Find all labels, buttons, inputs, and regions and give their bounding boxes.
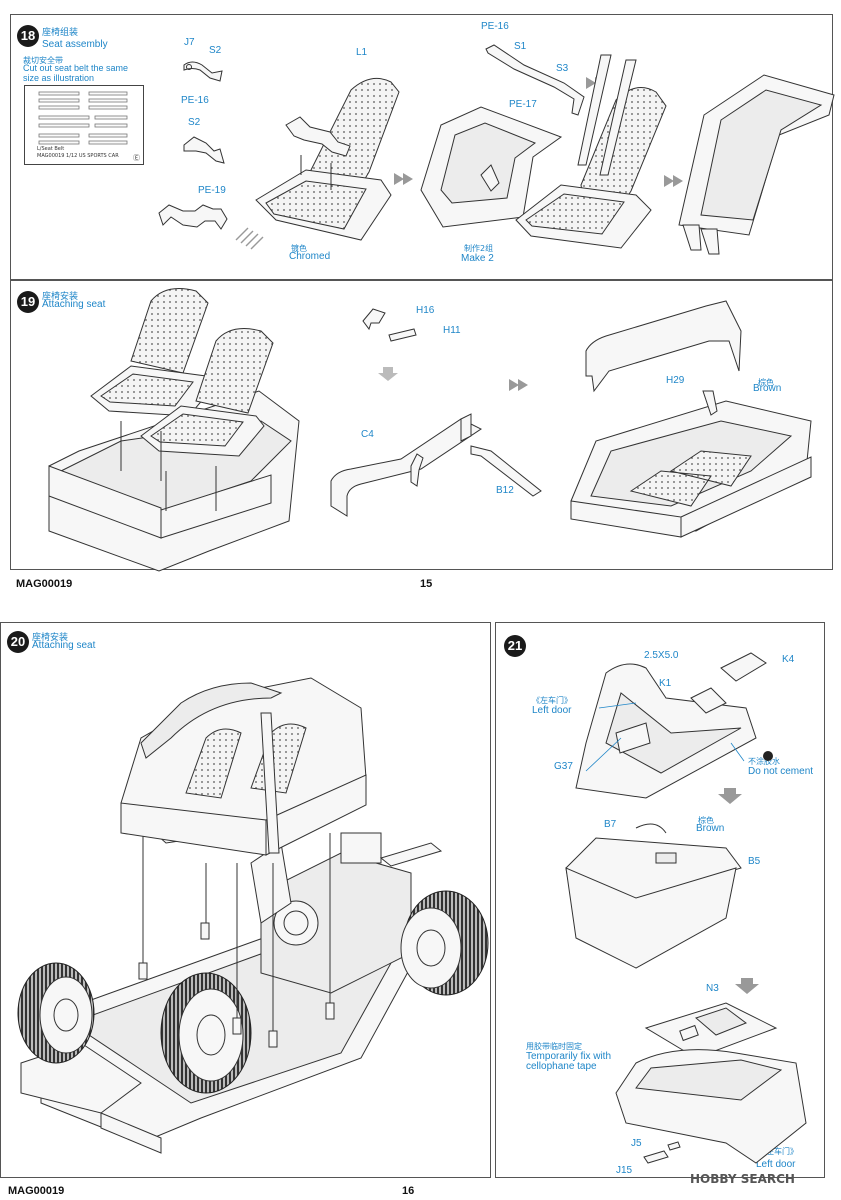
part-s3: S3	[556, 63, 569, 74]
make2-en: Make 2	[461, 253, 494, 264]
step-title-zh: 座椅安装	[42, 292, 79, 302]
bracket-pe19	[158, 204, 228, 230]
watermark: HOBBY SEARCH	[690, 1172, 795, 1186]
step-number: 20	[7, 631, 29, 653]
belt-sheet-title: L/Seat Belt	[37, 146, 65, 152]
part-h16: H16	[416, 305, 435, 316]
step-number: 18	[17, 25, 39, 47]
bracket-j7	[183, 61, 223, 82]
step-title-zh: 座椅组装	[42, 28, 79, 38]
page-number-top: 15	[420, 578, 433, 590]
brown-en: Brown	[696, 823, 725, 834]
brown-zh: 棕色	[758, 378, 774, 387]
seats-pair	[90, 288, 274, 457]
part-s2-b: S2	[188, 117, 201, 128]
engine-block	[250, 832, 443, 994]
step-title-en: Attaching seat	[42, 299, 106, 310]
no-cement-zh: 不涂胶水	[748, 757, 780, 766]
step-19-illustration	[48, 288, 812, 572]
door-middle	[565, 823, 742, 969]
part-l1: L1	[356, 47, 368, 58]
left-door-zh-2: 《左车门》	[758, 1147, 798, 1156]
tape-en-line2: cellophane tape	[526, 1061, 597, 1072]
part-c4: C4	[361, 429, 374, 440]
part-b12: B12	[496, 485, 514, 496]
belt-sheet-caption: MAG00019 1/12 US SPORTS CAR	[37, 153, 119, 159]
part-h29: H29	[666, 375, 685, 386]
no-cement-en: Do not cement	[748, 766, 814, 777]
belt-strap	[485, 44, 585, 116]
part-pe19: PE-19	[198, 185, 226, 196]
step-number: 19	[17, 291, 39, 313]
step-21-illustration	[565, 652, 807, 1164]
front-left-wheel	[17, 962, 95, 1064]
part-n3: N3	[706, 983, 719, 994]
cockpit-module	[120, 677, 367, 856]
left-door-zh-1: 《左车门》	[532, 696, 572, 705]
step-title-en: Seat assembly	[42, 39, 108, 50]
seat-with-belts	[515, 54, 667, 249]
seat-l1	[255, 77, 400, 241]
step-number: 21	[504, 635, 526, 657]
door-bottom	[615, 1002, 807, 1164]
seat-shell-final	[678, 74, 835, 255]
note-zh: 裁切安全带	[23, 56, 63, 65]
part-screw: 2.5X5.0	[644, 650, 679, 661]
part-b5: B5	[748, 856, 761, 867]
seat-belt-sheet: Ⓔ L/Seat Belt MAG00019 1/12 US SPORTS CA…	[24, 85, 144, 165]
part-s1: S1	[514, 41, 527, 52]
tape-zh: 用胶带临时固定	[526, 1042, 582, 1051]
step-18-illustration	[158, 44, 835, 255]
step-title-en: Attaching seat	[32, 640, 96, 651]
step-19-panel: 19 座椅安装 Attaching seat H16 H11 C4 B12 H2…	[10, 280, 833, 572]
note-en-line1: Cut out seat belt the same	[23, 63, 129, 73]
part-k4: K4	[782, 654, 795, 665]
step-20-panel: 20 座椅安装 Attaching seat	[0, 622, 491, 1178]
part-pe16-a: PE-16	[181, 95, 209, 106]
roll-bar-c4	[330, 413, 542, 517]
part-k1: K1	[659, 678, 672, 689]
bracket-s2	[183, 136, 225, 164]
step-20-illustration	[17, 677, 489, 1154]
part-j7: J7	[184, 37, 195, 48]
footer-code-top: MAG00019	[16, 578, 73, 590]
step-21-panel: 21 2.5X5.0 K4 K1 《左车门》 Left door G37 不涂胶…	[495, 622, 825, 1178]
part-b7: B7	[604, 819, 617, 830]
rear-right-wheel	[400, 890, 489, 996]
svg-text:Ⓔ: Ⓔ	[133, 154, 140, 162]
rear-left-wheel	[160, 972, 252, 1094]
note-en-line2: size as illustration	[23, 73, 95, 83]
tape-en-line1: Temporarily fix with	[526, 1051, 612, 1062]
part-h11: H11	[443, 325, 461, 336]
chromed-en: Chromed	[289, 251, 331, 262]
footer-code-bottom: MAG00019	[8, 1185, 65, 1197]
make2-zh: 制作2组	[464, 244, 494, 253]
belt-strips: Ⓔ	[38, 91, 140, 162]
part-g37: G37	[554, 761, 573, 772]
brown-en: Brown	[753, 383, 782, 394]
step-18-panel: 18 座椅组装 Seat assembly 裁切安全带 Cut out seat…	[10, 14, 835, 280]
page-number-bottom: 16	[402, 1185, 415, 1197]
left-door-en-1: Left door	[532, 705, 572, 716]
seat-shell	[420, 106, 563, 228]
door-inner-top	[575, 652, 767, 799]
cockpit-assembled	[570, 300, 812, 538]
brown-zh: 棕色	[698, 816, 714, 825]
part-s2-a: S2	[209, 45, 222, 56]
step-title-zh: 座椅安装	[32, 633, 69, 643]
part-j15: J15	[616, 1165, 633, 1176]
part-pe17: PE-17	[509, 99, 537, 110]
chromed-zh: 镀色	[291, 244, 307, 253]
part-j5: J5	[631, 1138, 642, 1149]
part-pe16-b: PE-16	[481, 21, 509, 32]
left-door-en-2: Left door	[756, 1159, 796, 1170]
